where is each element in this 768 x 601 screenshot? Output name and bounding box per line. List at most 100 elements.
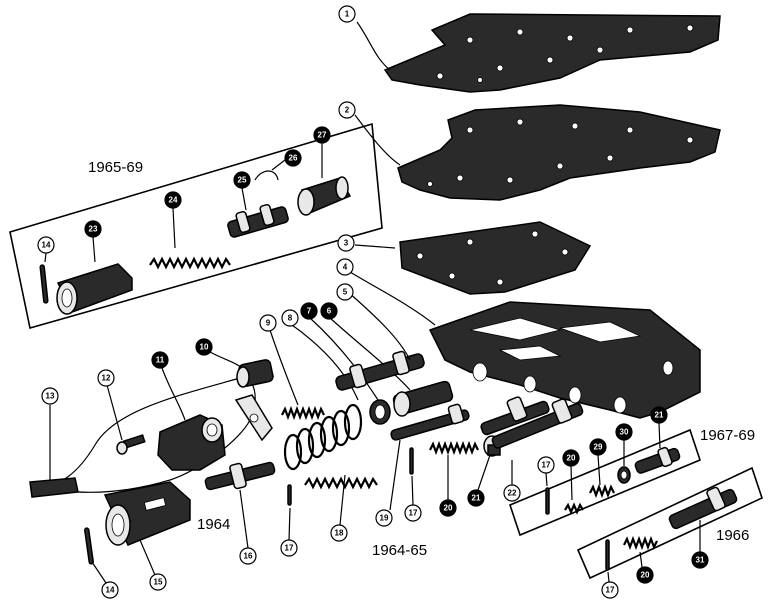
spring-20-c bbox=[623, 535, 658, 551]
callout-10: 10 bbox=[195, 338, 213, 356]
callout-21-b: 21 bbox=[650, 406, 668, 424]
svg-text:18: 18 bbox=[335, 529, 344, 538]
valve-body bbox=[428, 301, 701, 419]
callout-17-b: 17 bbox=[404, 504, 422, 522]
label-1965-69: 1965-69 bbox=[88, 159, 143, 176]
svg-text:17: 17 bbox=[409, 509, 418, 518]
leader-12 bbox=[106, 384, 123, 441]
leader-23 bbox=[92, 236, 96, 263]
leader-29 bbox=[597, 454, 601, 486]
leader-17-a bbox=[288, 507, 291, 541]
separator-plate bbox=[397, 104, 721, 201]
svg-text:21: 21 bbox=[655, 411, 664, 420]
callout-14-upper: 14 bbox=[37, 236, 55, 254]
callout-21-a: 21 bbox=[467, 489, 485, 507]
label-1966: 1966 bbox=[716, 527, 749, 544]
callout-13: 13 bbox=[41, 387, 59, 405]
callout-2: 2 bbox=[338, 101, 356, 119]
leader-17-b bbox=[411, 475, 414, 506]
leader-14-lower bbox=[91, 561, 107, 584]
leader-19 bbox=[389, 439, 401, 511]
label-1967-69: 1967-69 bbox=[700, 427, 755, 444]
pin-17-d bbox=[605, 539, 610, 571]
callout-31: 31 bbox=[691, 551, 709, 569]
callout-12: 12 bbox=[97, 369, 115, 387]
valve-31 bbox=[668, 486, 738, 530]
leader-10 bbox=[209, 351, 243, 369]
screw-12 bbox=[116, 434, 146, 455]
bushing-27 bbox=[297, 176, 352, 216]
callout-11: 11 bbox=[151, 351, 169, 369]
leader-8 bbox=[291, 324, 359, 401]
callout-8: 8 bbox=[281, 309, 299, 327]
spring-20-b bbox=[564, 502, 584, 515]
svg-text:17: 17 bbox=[542, 461, 551, 470]
callout-29: 29 bbox=[589, 438, 607, 456]
solenoid-11 bbox=[157, 414, 226, 471]
svg-text:2: 2 bbox=[345, 106, 350, 115]
leader-16 bbox=[239, 489, 249, 549]
label-1964: 1964 bbox=[197, 516, 230, 533]
svg-text:5: 5 bbox=[343, 288, 348, 297]
callout-5: 5 bbox=[336, 283, 354, 301]
svg-text:13: 13 bbox=[46, 392, 55, 401]
spring-24 bbox=[149, 256, 231, 270]
bracket-1966 bbox=[576, 466, 763, 580]
clip-26 bbox=[254, 170, 279, 181]
callout-14-lower: 14 bbox=[101, 581, 119, 599]
pin-14-lower bbox=[84, 527, 94, 565]
svg-text:21: 21 bbox=[472, 494, 481, 503]
leader-21-b bbox=[658, 422, 661, 449]
callout-24: 24 bbox=[164, 191, 182, 209]
leader-17-d bbox=[607, 571, 610, 583]
callout-15: 15 bbox=[149, 573, 167, 591]
bracket-1967-69 bbox=[509, 428, 701, 537]
callout-16: 16 bbox=[239, 547, 257, 565]
leader-11 bbox=[161, 367, 186, 421]
leader-15 bbox=[139, 539, 156, 576]
callout-30: 30 bbox=[615, 423, 633, 441]
svg-text:20: 20 bbox=[444, 504, 453, 513]
svg-text:7: 7 bbox=[307, 307, 312, 316]
spring-18 bbox=[304, 476, 378, 490]
svg-text:14: 14 bbox=[42, 241, 51, 250]
pin-17-a bbox=[287, 484, 292, 506]
svg-text:26: 26 bbox=[289, 154, 298, 163]
callout-17-d: 17 bbox=[601, 581, 619, 599]
svg-text:4: 4 bbox=[343, 263, 348, 272]
connector-13 bbox=[29, 477, 79, 498]
svg-text:19: 19 bbox=[380, 514, 389, 523]
callout-23: 23 bbox=[84, 220, 102, 238]
leader-2 bbox=[354, 114, 401, 166]
leader-21-a bbox=[477, 454, 491, 491]
valve-5 bbox=[335, 350, 425, 391]
svg-text:14: 14 bbox=[106, 586, 115, 595]
svg-text:20: 20 bbox=[567, 454, 576, 463]
svg-text:9: 9 bbox=[266, 319, 271, 328]
leader-1 bbox=[356, 21, 391, 71]
callout-27: 27 bbox=[313, 126, 331, 144]
bracket-1965-69 bbox=[9, 122, 383, 330]
spring-29 bbox=[589, 483, 615, 499]
leader-7 bbox=[309, 317, 379, 401]
callout-17-c: 17 bbox=[537, 456, 555, 474]
leader-5 bbox=[347, 291, 411, 361]
leader-18 bbox=[339, 474, 346, 526]
svg-text:11: 11 bbox=[156, 356, 165, 365]
leader-6 bbox=[329, 317, 411, 391]
cover-plate bbox=[399, 221, 592, 295]
valve-22 bbox=[491, 396, 584, 449]
callout-20-c: 20 bbox=[636, 566, 654, 584]
gasket-top bbox=[383, 13, 721, 93]
leader-17-c bbox=[545, 472, 548, 487]
label-1964-65: 1964-65 bbox=[372, 542, 427, 559]
washer-7 bbox=[369, 399, 391, 425]
callout-20-b: 20 bbox=[562, 449, 580, 467]
svg-text:29: 29 bbox=[594, 443, 603, 452]
gasket-10 bbox=[234, 394, 273, 442]
valve-21-b bbox=[634, 446, 681, 474]
callout-26: 26 bbox=[284, 149, 302, 167]
callout-3: 3 bbox=[337, 234, 355, 252]
leader-20-c bbox=[639, 551, 643, 568]
